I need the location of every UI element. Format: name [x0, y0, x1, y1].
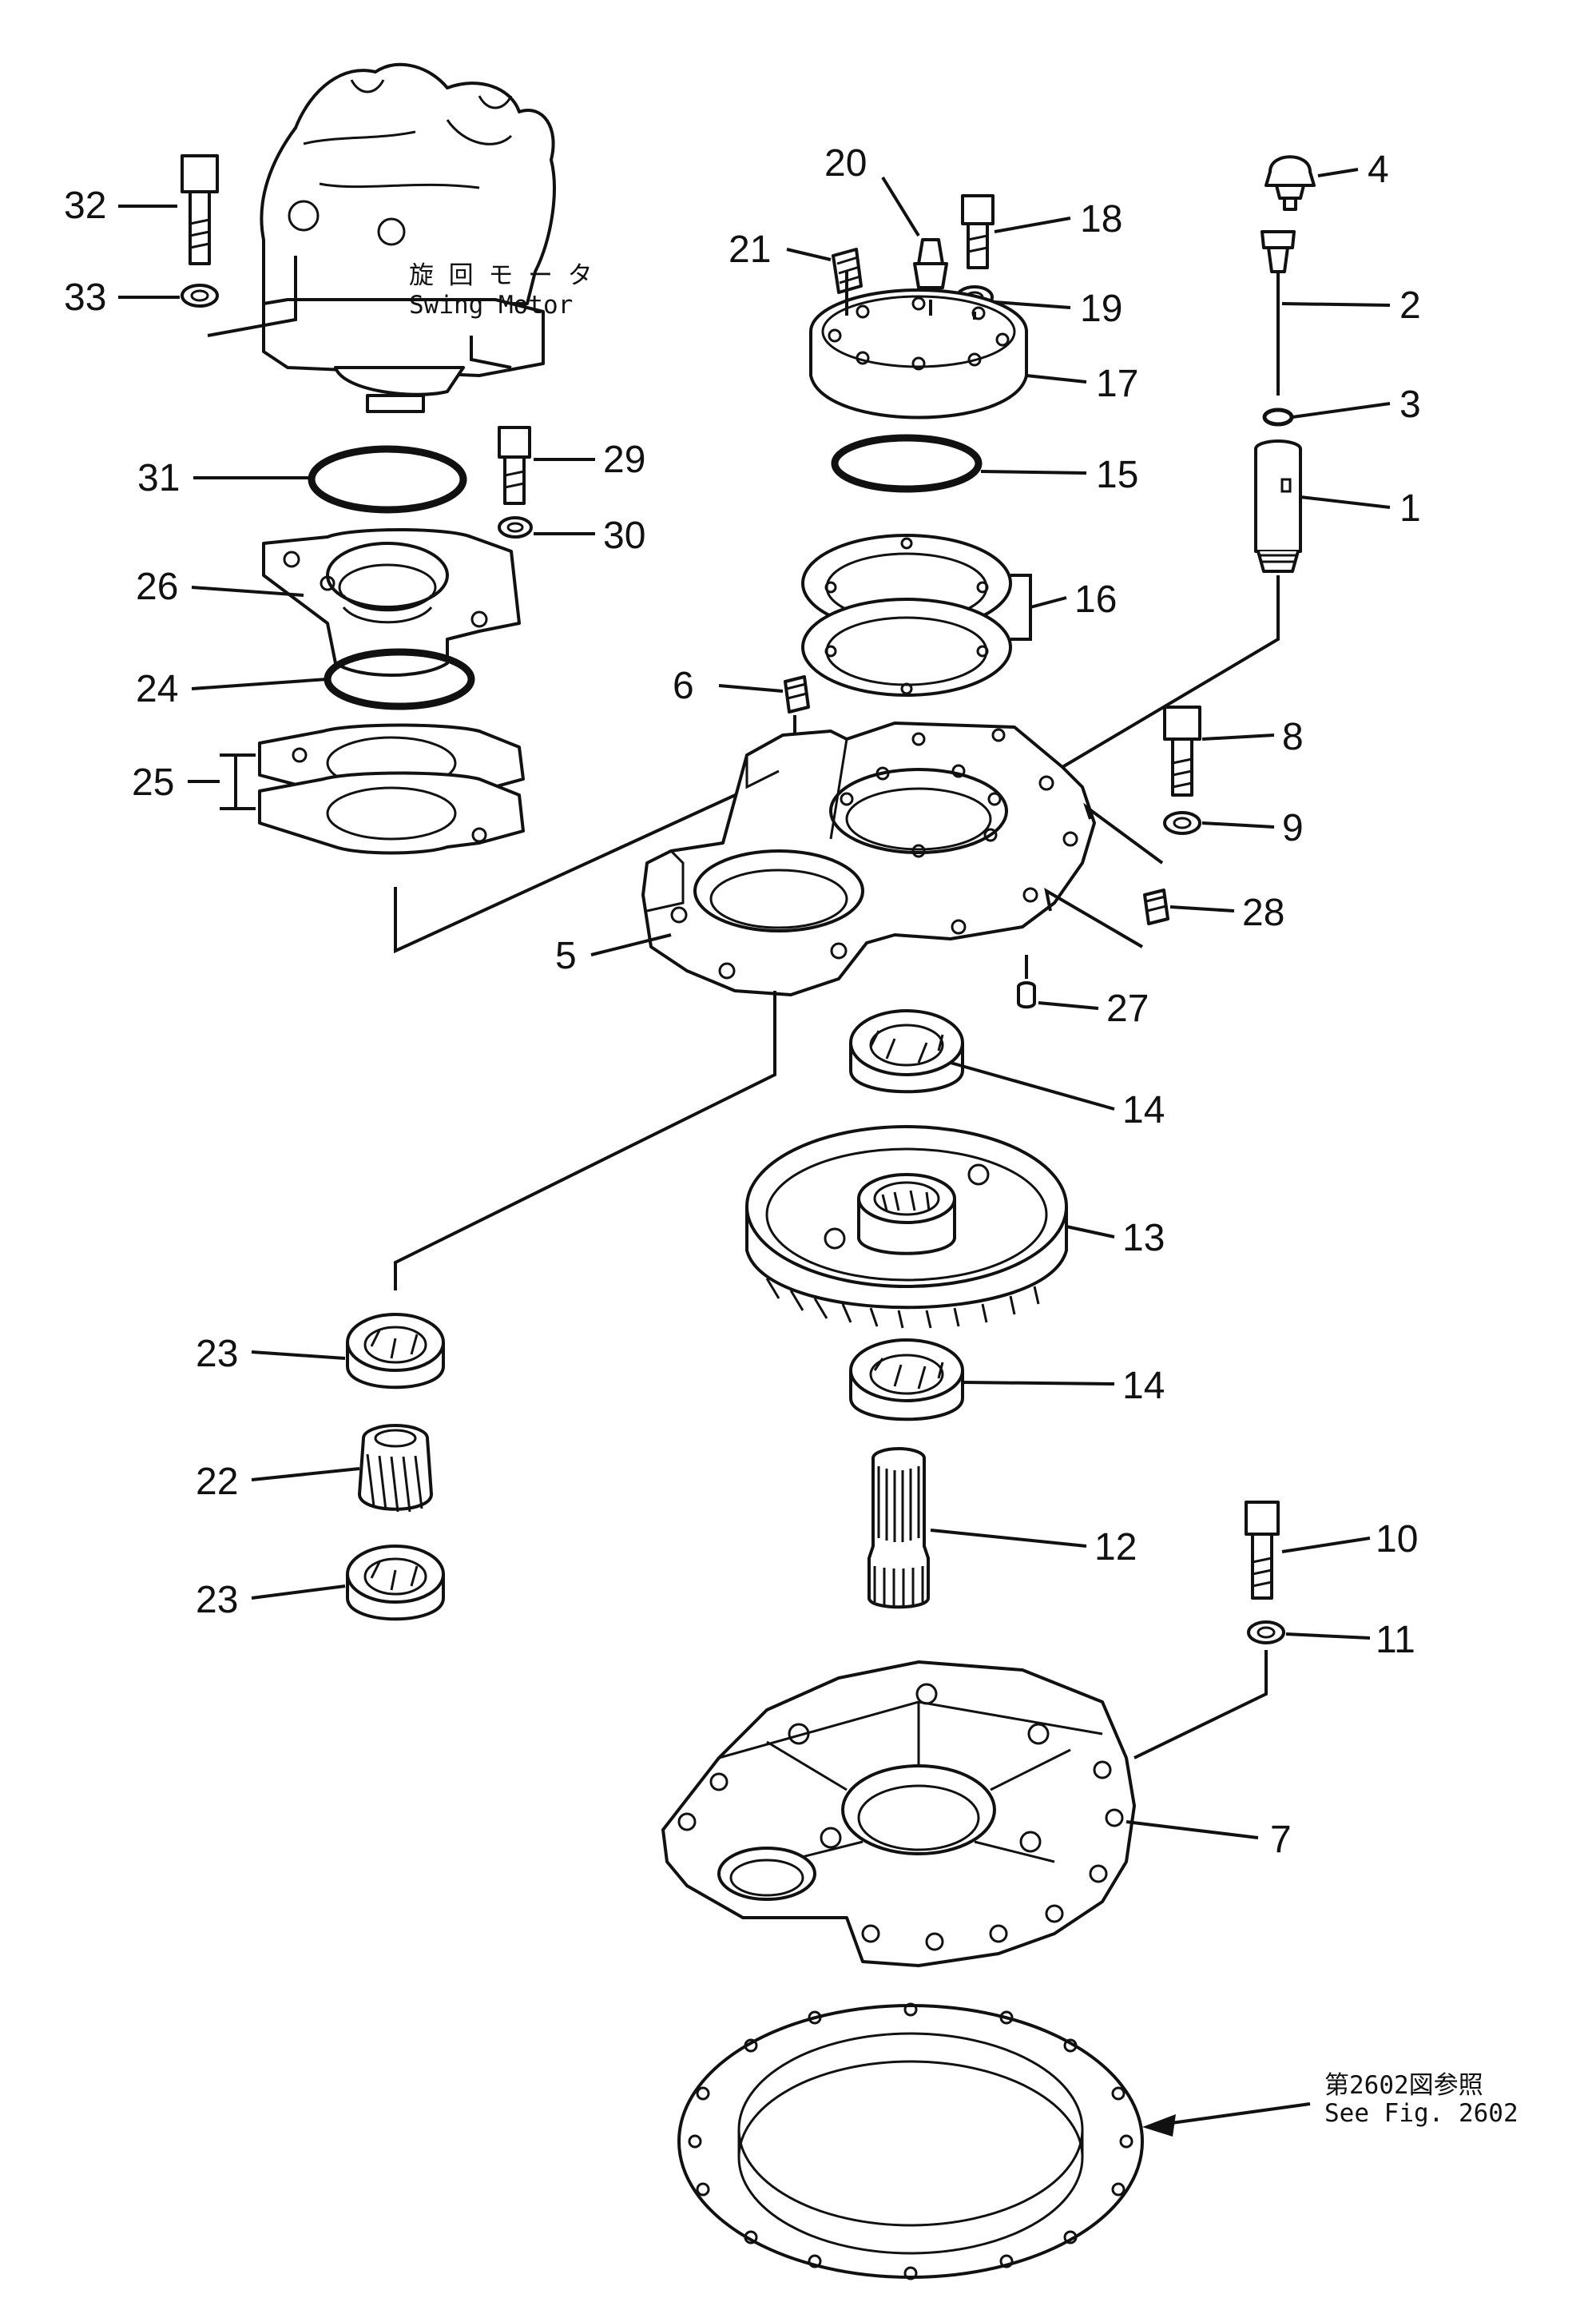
- callout-9: 9: [1282, 807, 1304, 849]
- cover-17: [809, 288, 1028, 419]
- washer-30: [498, 516, 533, 539]
- dowel-pin-27: [1017, 981, 1036, 1009]
- swing-motor-jp-label: 旋 回 モ ー タ: [409, 261, 593, 290]
- bolt-10: [1245, 1501, 1280, 1600]
- bearing-14-lower: [849, 1338, 964, 1421]
- swing-motor-en-label: Swing Motor: [409, 291, 573, 320]
- callout-2: 2: [1399, 284, 1421, 327]
- callout-15: 15: [1096, 454, 1138, 496]
- bolt-29: [498, 426, 531, 505]
- callout-23-upper: 23: [196, 1333, 238, 1375]
- callout-3: 3: [1399, 384, 1421, 426]
- bearing-23-lower: [346, 1545, 445, 1621]
- callout-5: 5: [555, 935, 577, 977]
- see-fig-en-label: See Fig. 2602: [1324, 2099, 1519, 2128]
- callout-19: 19: [1080, 288, 1122, 330]
- callout-25: 25: [132, 761, 174, 804]
- callout-4: 4: [1368, 149, 1389, 191]
- o-ring-3: [1262, 408, 1294, 427]
- callout-10: 10: [1376, 1518, 1418, 1561]
- callout-24: 24: [136, 668, 178, 710]
- bolt-18: [961, 194, 995, 269]
- callout-14-lower: 14: [1122, 1365, 1165, 1407]
- bolt-8: [1163, 706, 1201, 797]
- bolt-32: [181, 154, 219, 265]
- callout-8: 8: [1282, 716, 1304, 758]
- callout-14-upper: 14: [1122, 1089, 1165, 1131]
- callout-26: 26: [136, 566, 178, 608]
- callout-13: 13: [1122, 1217, 1165, 1259]
- callout-33: 33: [64, 276, 106, 319]
- breather-20: [913, 238, 948, 299]
- o-ring-15: [831, 434, 983, 493]
- leader-line-1-to-5: [1061, 575, 1280, 769]
- callout-29: 29: [603, 439, 645, 481]
- washer-9: [1163, 811, 1201, 835]
- callout-27: 27: [1106, 988, 1149, 1030]
- washer-33: [181, 284, 219, 308]
- swing-circle-ring: [677, 2002, 1144, 2280]
- pinion-22: [358, 1424, 433, 1513]
- callout-11: 11: [1376, 1619, 1415, 1661]
- callout-18: 18: [1080, 198, 1122, 241]
- leader-line-25-to-5: [394, 773, 780, 954]
- shaft-12: [867, 1447, 930, 1609]
- shims-25: [258, 723, 525, 855]
- callout-numbers: 32 33 31 29 30 26 24 25 20 21 18 19 17 1…: [64, 142, 1421, 1861]
- gear-13: [745, 1125, 1068, 1329]
- swing-motor: [207, 62, 556, 413]
- callout-22: 22: [196, 1461, 238, 1503]
- callout-32: 32: [64, 185, 106, 227]
- o-ring-31: [308, 445, 467, 514]
- callout-17: 17: [1096, 363, 1138, 405]
- leader-lines: [118, 168, 1391, 1839]
- housing-7: [661, 1660, 1136, 1967]
- callout-16: 16: [1074, 578, 1117, 621]
- bearing-23-upper: [346, 1313, 445, 1390]
- see-fig-jp-label: 第2602図参照: [1324, 2071, 1483, 2100]
- callout-20: 20: [824, 142, 867, 185]
- shims-16: [801, 534, 1012, 697]
- callout-1: 1: [1399, 487, 1421, 530]
- callout-23-lower: 23: [196, 1579, 238, 1621]
- flange-26: [262, 528, 521, 677]
- callout-6: 6: [673, 665, 694, 707]
- callout-21: 21: [729, 229, 771, 271]
- callout-7: 7: [1270, 1819, 1292, 1861]
- dipstick-2: [1261, 230, 1296, 396]
- callout-12: 12: [1094, 1526, 1137, 1568]
- leader-line-5-to-23: [394, 991, 776, 1290]
- callout-31: 31: [137, 457, 180, 499]
- breather-cap-4: [1264, 155, 1316, 211]
- gauge-tube-1: [1254, 439, 1302, 573]
- bearing-14-upper: [849, 1009, 964, 1094]
- callout-28: 28: [1242, 892, 1284, 934]
- callout-30: 30: [603, 515, 645, 557]
- see-fig-arrow: [1153, 2102, 1311, 2127]
- washer-11: [1247, 1620, 1285, 1644]
- case-5: [641, 722, 1096, 996]
